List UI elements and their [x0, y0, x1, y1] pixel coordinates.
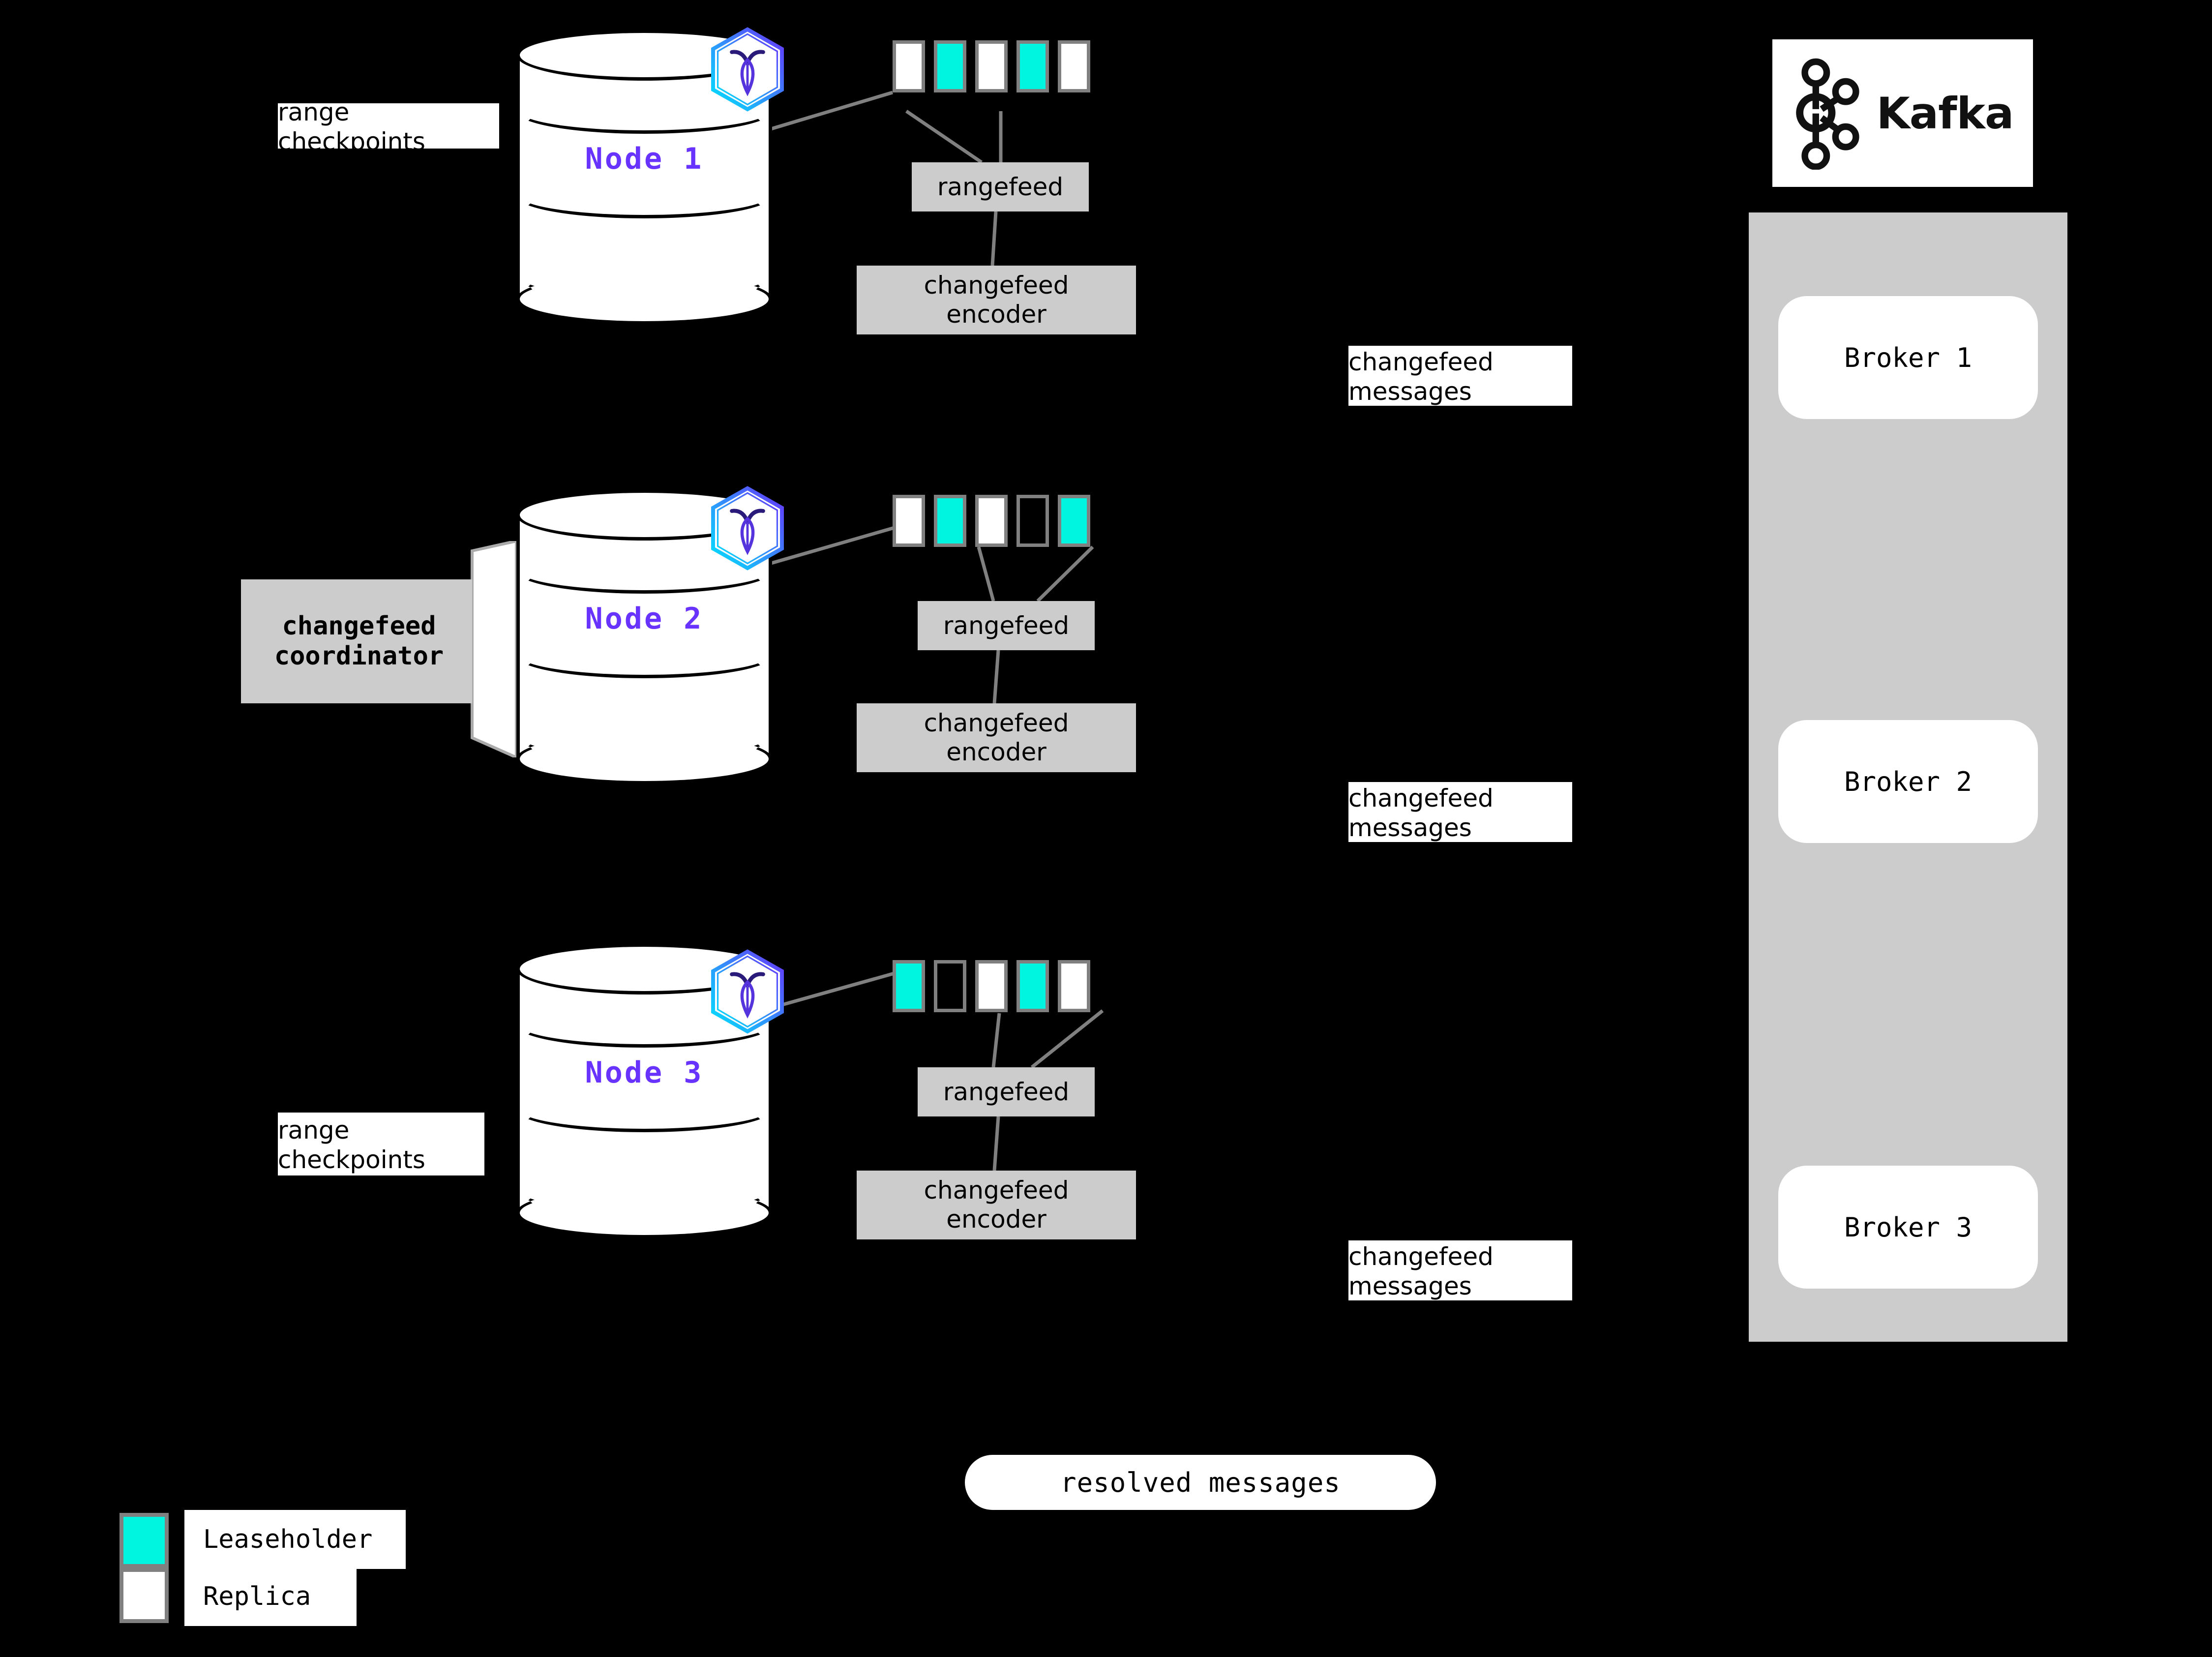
cylinder-bottom-ellipse	[516, 733, 772, 784]
cylinder-bottom-ellipse	[516, 1187, 772, 1238]
changefeed-encoder-box-2[interactable]: changefeed encoder	[857, 703, 1136, 772]
cockroachdb-hexagon-icon	[711, 27, 784, 112]
checkpoint-line-2: checkpoints	[278, 127, 425, 156]
cylinder-band	[515, 632, 773, 678]
range-checkpoints-label-1: range checkpoints	[278, 98, 499, 156]
legend-label-leaseholder: Leaseholder	[184, 1510, 406, 1569]
range-box[interactable]	[1016, 495, 1049, 547]
encoder-line-2: encoder	[946, 738, 1046, 766]
coordinator-line-2: coordinator	[274, 641, 444, 671]
rangefeed-box-1[interactable]: rangefeed	[912, 162, 1089, 211]
range-box[interactable]	[893, 495, 925, 547]
cylinder-band	[515, 88, 773, 134]
broker-item-3[interactable]: Broker 3	[1778, 1166, 2038, 1289]
changefeed-encoder-box-1[interactable]: changefeed encoder	[857, 266, 1136, 334]
range-box[interactable]	[975, 40, 1008, 92]
resolved-messages-pill: resolved messages	[965, 1455, 1436, 1510]
checkpoint-line-1: range	[278, 1116, 350, 1145]
coordinator-callout-pointer	[241, 541, 516, 757]
checkpoint-line-2: checkpoints	[278, 1145, 425, 1174]
changefeed-messages-label-3: changefeed messages	[1348, 1240, 1572, 1300]
message-line-2: messages	[1348, 377, 1472, 406]
cylinder-band	[515, 172, 773, 218]
range-box[interactable]	[1058, 495, 1090, 547]
encoder-line-1: changefeed	[924, 271, 1069, 300]
node-label-2: Node 2	[585, 602, 704, 636]
kafka-logo-icon	[1795, 58, 1859, 170]
changefeed-encoder-box-3[interactable]: changefeed encoder	[857, 1171, 1136, 1239]
legend-swatch-leaseholder	[120, 1513, 169, 1568]
range-box[interactable]	[934, 495, 966, 547]
incoming-arrow-icon	[2095, 331, 2117, 346]
changefeed-coordinator-box[interactable]: changefeed coordinator	[246, 579, 472, 703]
message-line-2: messages	[1348, 813, 1472, 842]
encoder-line-1: changefeed	[924, 709, 1069, 737]
cylinder-band	[515, 1086, 773, 1132]
message-line-1: changefeed	[1348, 348, 1494, 376]
encoder-line-1: changefeed	[924, 1176, 1069, 1205]
cockroachdb-hexagon-icon	[711, 949, 784, 1034]
cylinder-bottom-ellipse	[516, 273, 772, 325]
message-line-1: changefeed	[1348, 784, 1494, 813]
range-row-1	[893, 40, 1090, 92]
message-line-1: changefeed	[1348, 1242, 1494, 1271]
range-row-3	[893, 960, 1090, 1012]
range-box[interactable]	[934, 960, 966, 1012]
range-box[interactable]	[1016, 40, 1049, 92]
rangefeed-box-2[interactable]: rangefeed	[918, 601, 1095, 650]
range-box[interactable]	[893, 40, 925, 92]
range-box[interactable]	[975, 960, 1008, 1012]
changefeed-messages-label-1: changefeed messages	[1348, 346, 1572, 406]
legend-swatch-replica	[120, 1568, 169, 1623]
legend-label-replica: Replica	[184, 1567, 357, 1626]
range-checkpoints-label-2: range checkpoints	[278, 1113, 484, 1175]
changefeed-messages-label-2: changefeed messages	[1348, 782, 1572, 842]
range-box[interactable]	[1016, 960, 1049, 1012]
kafka-wordmark: Kafka	[1876, 88, 2014, 139]
node-label-3: Node 3	[585, 1055, 704, 1090]
encoder-line-2: encoder	[946, 1205, 1046, 1234]
cockroachdb-hexagon-icon	[711, 486, 784, 571]
cylinder-band	[515, 547, 773, 594]
broker-item-2[interactable]: Broker 2	[1778, 720, 2038, 843]
kafka-broker-panel: Broker 1 Broker 2 Broker 3	[1749, 212, 2067, 1342]
cylinder-band	[515, 1001, 773, 1048]
checkpoint-line-1: range	[278, 98, 350, 126]
range-box[interactable]	[934, 40, 966, 92]
message-line-2: messages	[1348, 1272, 1472, 1300]
range-box[interactable]	[893, 960, 925, 1012]
coordinator-line-1: changefeed	[282, 611, 436, 641]
kafka-logo-box: Kafka	[1772, 39, 2033, 187]
range-row-2	[893, 495, 1090, 547]
range-box[interactable]	[1058, 960, 1090, 1012]
range-box[interactable]	[975, 495, 1008, 547]
node-label-1: Node 1	[585, 142, 704, 176]
broker-item-1[interactable]: Broker 1	[1778, 296, 2038, 419]
range-box[interactable]	[1058, 40, 1090, 92]
encoder-line-2: encoder	[946, 300, 1046, 329]
rangefeed-box-3[interactable]: rangefeed	[918, 1067, 1095, 1116]
